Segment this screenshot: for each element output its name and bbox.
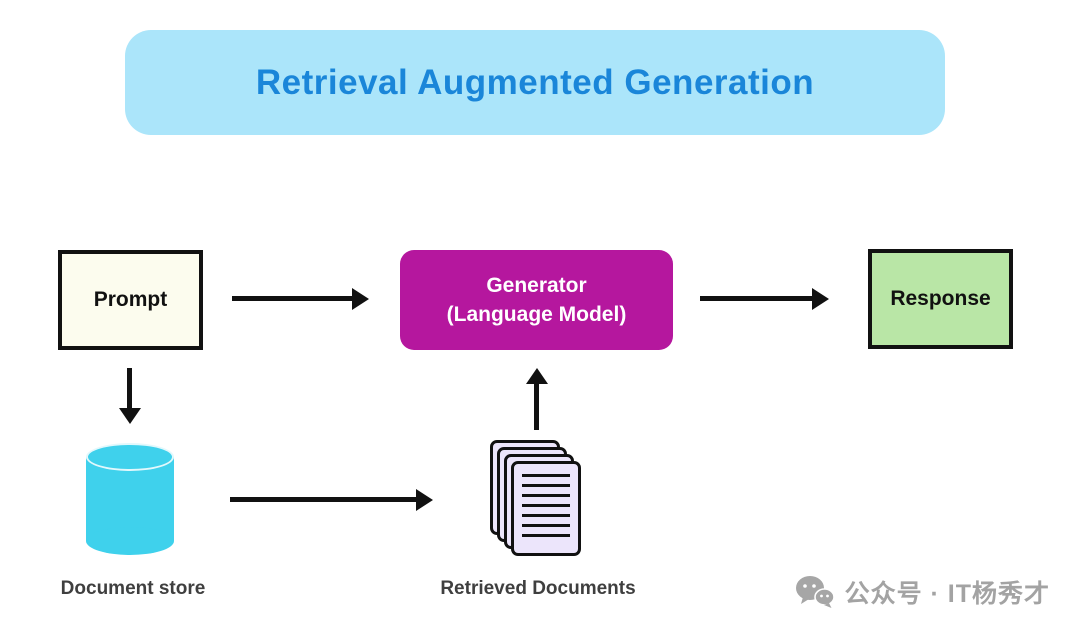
arrow-document-store-to-retrieved-documents — [230, 488, 433, 511]
generator-node-label-line1: Generator — [486, 273, 587, 297]
arrowhead-right-icon — [416, 488, 433, 511]
response-node-label: Response — [890, 287, 991, 310]
document-store-label: Document store — [60, 578, 206, 599]
arrowhead-up-icon — [525, 368, 548, 384]
cylinder-top — [86, 443, 174, 471]
prompt-node-label: Prompt — [93, 288, 168, 311]
arrow-prompt-to-generator — [232, 287, 369, 310]
generator-node: Generator (Language Model) — [400, 250, 673, 350]
arrow-generator-to-response — [700, 287, 829, 310]
arrowhead-down-icon — [118, 408, 141, 424]
watermark: 公众号 · IT杨秀才 — [795, 574, 1050, 610]
arrow-retrieved-documents-to-generator — [525, 368, 548, 430]
retrieved-documents-stack-icon — [490, 440, 585, 558]
generator-node-label-line2: (Language Model) — [446, 303, 627, 326]
diagram-title-banner: Retrieval Augmented Generation — [125, 30, 945, 135]
wechat-icon — [795, 576, 835, 608]
cylinder-bottom — [86, 527, 174, 555]
document-page-icon — [511, 461, 581, 556]
retrieved-documents-label: Retrieved Documents — [440, 578, 636, 599]
prompt-node: Prompt — [58, 250, 203, 350]
response-node: Response — [868, 249, 1013, 349]
arrowhead-right-icon — [352, 287, 369, 310]
diagram-title: Retrieval Augmented Generation — [255, 62, 815, 102]
arrow-prompt-to-document-store — [118, 368, 141, 424]
document-text-lines — [522, 474, 570, 543]
watermark-text: 公众号 · IT杨秀才 — [844, 580, 1050, 608]
arrowhead-right-icon — [812, 287, 829, 310]
document-store-cylinder-icon — [86, 443, 174, 555]
